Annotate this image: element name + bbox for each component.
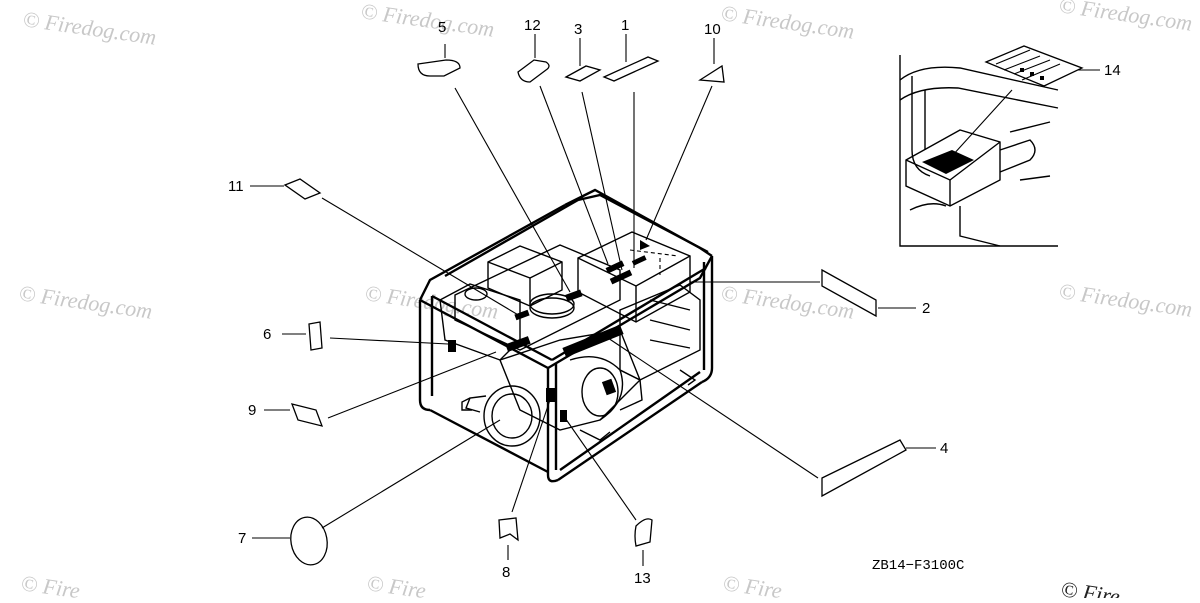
decal-13 [634, 518, 653, 547]
decal-6 [308, 321, 323, 351]
watermark: © Firedog.com [17, 280, 154, 323]
decal-5 [417, 59, 461, 77]
callout-10: 10 [704, 21, 721, 38]
callout-11: 11 [228, 178, 244, 195]
watermarks: © Firedog.com © Firedog.com © Firedog.co… [17, 0, 1194, 603]
callout-4: 4 [940, 440, 948, 457]
callout-12: 12 [524, 17, 541, 34]
watermark: © Fire [721, 570, 783, 598]
decal-4 [821, 439, 907, 498]
watermark: © Firedog.com [21, 6, 158, 49]
callout-13: 13 [634, 570, 651, 587]
callout-2: 2 [922, 300, 930, 317]
decal-8 [498, 517, 519, 542]
callout-6: 6 [263, 326, 271, 343]
decal-shapes [283, 56, 907, 566]
inset-detail [899, 45, 1100, 247]
decal-2 [821, 268, 877, 318]
callout-7: 7 [238, 530, 246, 547]
callout-8: 8 [502, 564, 510, 581]
watermark: © Firedog.com [359, 0, 496, 42]
figure-code: ZB14−F3100C [872, 558, 964, 574]
callout-14: 14 [1104, 62, 1121, 79]
decal-3 [564, 65, 602, 82]
watermark: © Fire [1059, 576, 1121, 598]
decal-10 [698, 64, 725, 83]
leader-lines [250, 34, 936, 566]
callout-5: 5 [438, 19, 446, 36]
watermark: © Firedog.com [1057, 0, 1194, 36]
callout-numbers: 5 12 3 1 10 11 6 9 7 8 13 2 4 14 [228, 17, 1121, 587]
watermark: © Firedog.com [719, 0, 856, 43]
watermark: © Firedog.com [1057, 278, 1194, 321]
watermark: © Fire [19, 570, 81, 598]
decal-1 [602, 56, 660, 82]
decal-12 [517, 59, 550, 83]
callout-1: 1 [621, 17, 629, 34]
callout-3: 3 [574, 21, 582, 38]
callout-9: 9 [248, 402, 256, 419]
decal-7 [290, 516, 328, 566]
watermark: © Fire [365, 570, 427, 598]
generator-illustration [418, 188, 714, 483]
decal-9 [290, 403, 324, 427]
decal-11 [283, 178, 322, 200]
